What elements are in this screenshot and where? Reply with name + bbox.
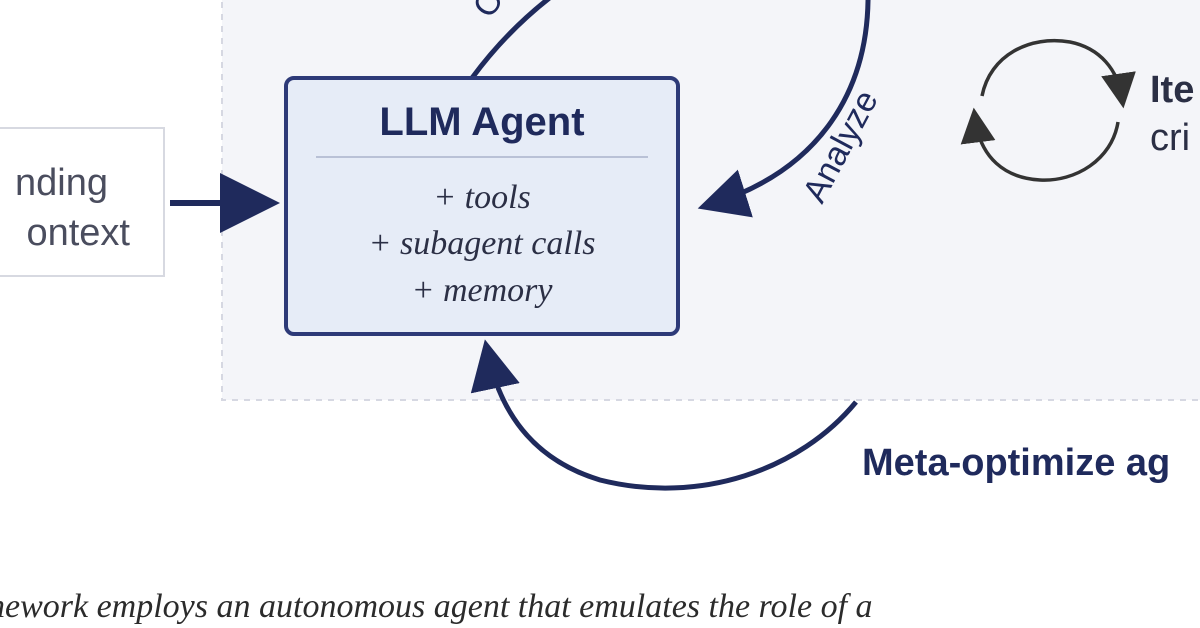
analyze-arrow xyxy=(697,0,871,218)
context-line-2: ontext xyxy=(26,212,130,254)
meta-optimize-label: Meta-optimize ag xyxy=(862,442,1170,484)
top-left-curve-arrow xyxy=(469,0,551,80)
context-box xyxy=(0,127,165,277)
meta-optimize-arrow xyxy=(470,339,858,491)
iterate-line-1: Ite xyxy=(1150,69,1194,111)
cycle-icon xyxy=(960,38,1136,182)
iterate-line-2: cri xyxy=(1150,117,1190,159)
llm-agent-box xyxy=(284,76,680,336)
agent-title: LLM Agent xyxy=(379,100,584,144)
agent-item-memory: + memory xyxy=(412,272,554,309)
agent-item-subagents: + subagent calls xyxy=(369,225,596,262)
context-line-1: nding xyxy=(15,162,108,204)
agent-item-tools: + tools xyxy=(433,179,531,216)
figure-caption: nework employs an autonomous agent that … xyxy=(0,588,873,625)
